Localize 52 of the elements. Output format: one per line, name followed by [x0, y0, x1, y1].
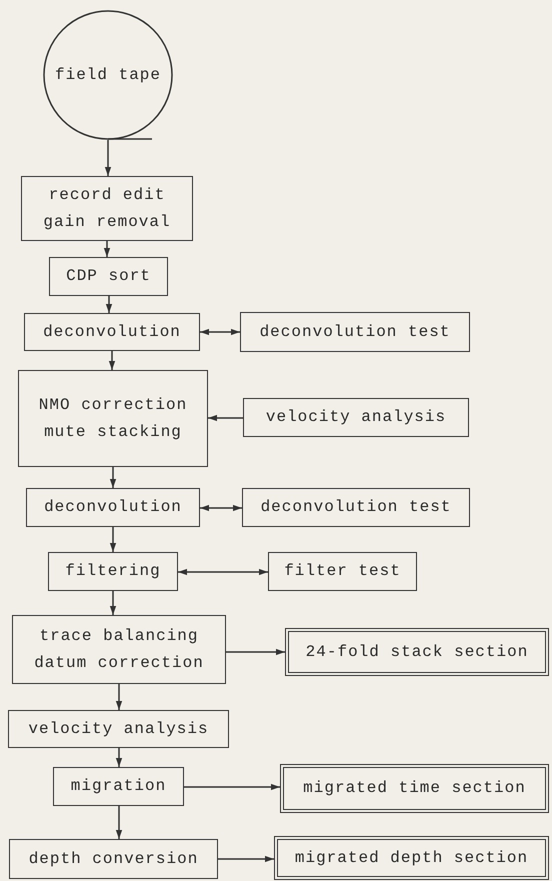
process-box: [26, 488, 200, 527]
process-box: [240, 312, 470, 352]
box-text: deconvolution test: [260, 497, 452, 518]
process-box: [18, 370, 208, 467]
process-box: [21, 176, 193, 241]
process-box: [8, 710, 229, 748]
box-text: filtering: [64, 561, 162, 582]
arrow: [218, 856, 274, 862]
arrow: [200, 328, 240, 336]
process-box: [12, 615, 226, 684]
arrow: [108, 351, 116, 370]
box-text: velocity analysis: [264, 407, 448, 428]
box-text: migrated time section: [302, 778, 527, 800]
process-box: [49, 257, 168, 296]
output-box: [285, 628, 549, 676]
process-box: [268, 552, 417, 591]
process-box: [53, 767, 184, 806]
arrow: [104, 241, 110, 257]
arrow: [116, 684, 122, 710]
arrow: [104, 140, 112, 176]
box-text: migrated depth section: [294, 848, 530, 869]
process-box: [243, 398, 469, 437]
process-box: [9, 839, 218, 879]
arrow: [184, 784, 280, 790]
box-text: record edit gain removal: [42, 185, 172, 232]
arrow: [208, 414, 243, 422]
arrow: [116, 748, 122, 767]
output-box: [280, 764, 549, 813]
box-text: deconvolution: [42, 322, 182, 343]
arrow: [116, 806, 122, 839]
box-text: deconvolution: [43, 497, 183, 518]
arrow: [110, 527, 116, 552]
process-box: [242, 488, 470, 527]
box-text: filter test: [283, 561, 402, 582]
box-text: CDP sort: [65, 266, 152, 288]
arrow: [110, 467, 116, 488]
process-box: [48, 552, 178, 591]
box-text: trace balancing datum correction: [33, 626, 205, 674]
output-box: [274, 836, 549, 880]
box-text: 24-fold stack section: [304, 642, 530, 663]
box-text: depth conversion: [28, 848, 200, 870]
arrow: [110, 591, 116, 615]
arrow: [178, 568, 268, 576]
box-text: NMO correction mute stacking: [38, 395, 188, 442]
arrow: [226, 648, 285, 656]
box-text: field tape: [54, 64, 162, 86]
arrow: [106, 296, 112, 313]
box-text: velocity analysis: [27, 718, 210, 740]
box-text: deconvolution test: [258, 322, 452, 343]
arrow: [200, 504, 242, 512]
process-box: [24, 313, 200, 351]
box-text: migration: [70, 776, 168, 798]
